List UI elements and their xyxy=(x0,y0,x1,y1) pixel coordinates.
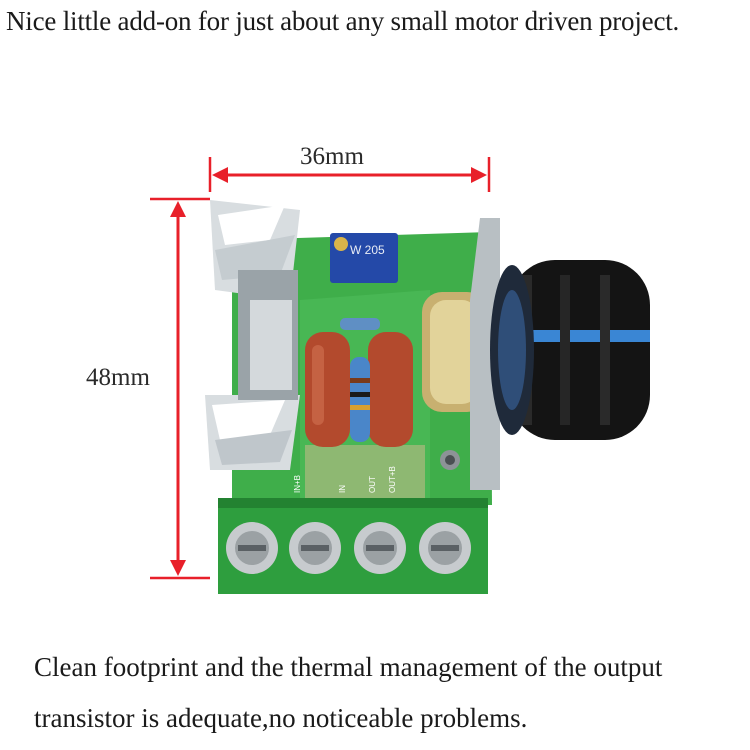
terminal-label: IN+B xyxy=(293,475,302,493)
terminal-screw xyxy=(289,522,341,574)
terminal-label: OUT+B xyxy=(388,466,397,493)
terminal-label: OUT xyxy=(368,476,377,493)
terminal-block: IN+B IN OUT OUT+B xyxy=(218,466,488,594)
resistor xyxy=(350,357,370,442)
terminal-screw xyxy=(226,522,278,574)
caption-bottom-line1: Clean footprint and the thermal manageme… xyxy=(34,652,663,682)
width-dimension-arrow xyxy=(208,157,491,192)
terminal-label: IN xyxy=(338,485,347,493)
trimmer-potentiometer: W 205 xyxy=(330,233,398,283)
capacitors xyxy=(305,332,413,447)
diode xyxy=(340,318,380,330)
width-label: 36mm xyxy=(300,143,364,170)
height-dimension-arrow xyxy=(150,197,210,580)
terminal-screw xyxy=(354,522,406,574)
terminal-screw xyxy=(419,522,471,574)
control-knob xyxy=(490,260,650,440)
trimmer-label: W 205 xyxy=(350,243,385,257)
caption-top: Nice little add-on for just about any sm… xyxy=(6,6,680,36)
height-label: 48mm xyxy=(86,364,150,391)
heatsink xyxy=(205,200,300,470)
main-potentiometer xyxy=(422,218,500,490)
caption-bottom-line2: transistor is adequate,no noticeable pro… xyxy=(34,703,528,733)
